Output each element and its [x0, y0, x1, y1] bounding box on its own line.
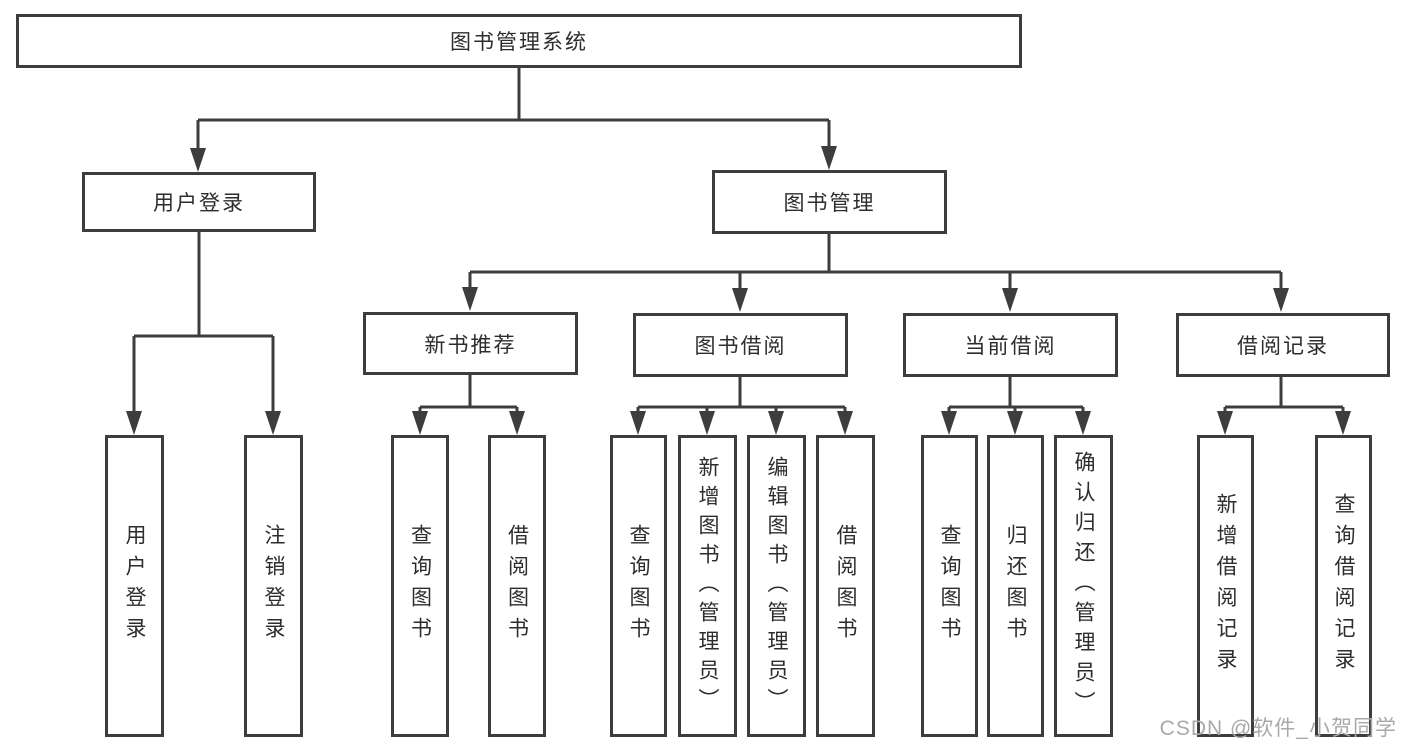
leaf-add-book-admin-label: 新增图书（管理员）	[696, 455, 719, 717]
node-current-borrow: 当前借阅	[903, 313, 1118, 377]
node-root-label: 图书管理系统	[450, 31, 588, 54]
leaf-logout: 注销登录	[244, 435, 303, 737]
node-book-borrow: 图书借阅	[633, 313, 848, 377]
arrowheads	[126, 146, 1351, 435]
leaf-query-borrow-record-label: 查询借阅记录	[1332, 493, 1355, 679]
leaf-borrow-book-2: 借阅图书	[816, 435, 875, 737]
leaf-query-book-2: 查询图书	[610, 435, 667, 737]
leaf-query-book-3-label: 查询图书	[938, 524, 961, 648]
node-book-borrow-label: 图书借阅	[694, 335, 787, 358]
node-new-book-recommend: 新书推荐	[363, 312, 578, 375]
leaf-add-book-admin: 新增图书（管理员）	[678, 435, 737, 737]
leaf-edit-book-admin-label: 编辑图书（管理员）	[765, 455, 788, 717]
leaf-user-login-label: 用户登录	[123, 524, 146, 648]
node-book-management: 图书管理	[712, 170, 947, 234]
node-user-login: 用户登录	[82, 172, 316, 232]
leaf-confirm-return-admin-label: 确认归还（管理员）	[1072, 451, 1095, 721]
node-user-login-label: 用户登录	[153, 192, 245, 215]
leaf-return-book-label: 归还图书	[1004, 524, 1027, 648]
leaf-query-book-1-label: 查询图书	[408, 524, 432, 648]
leaf-logout-label: 注销登录	[262, 524, 285, 648]
leaf-confirm-return-admin: 确认归还（管理员）	[1054, 435, 1113, 737]
leaf-user-login: 用户登录	[105, 435, 164, 737]
csdn-watermark: CSDN @软件_小贺同学	[1159, 717, 1397, 740]
node-book-management-label: 图书管理	[783, 192, 876, 215]
leaf-borrow-book-2-label: 借阅图书	[834, 524, 857, 648]
leaf-query-book-3: 查询图书	[921, 435, 978, 737]
leaf-query-book-2-label: 查询图书	[627, 524, 650, 648]
leaf-borrow-book-1: 借阅图书	[488, 435, 546, 737]
leaf-query-borrow-record: 查询借阅记录	[1315, 435, 1372, 737]
leaf-return-book: 归还图书	[987, 435, 1044, 737]
leaf-query-book-1: 查询图书	[391, 435, 449, 737]
node-root: 图书管理系统	[16, 14, 1022, 68]
leaf-borrow-book-1-label: 借阅图书	[505, 524, 529, 648]
node-borrow-record: 借阅记录	[1176, 313, 1390, 377]
node-current-borrow-label: 当前借阅	[964, 335, 1057, 358]
leaf-add-borrow-record-label: 新增借阅记录	[1214, 493, 1237, 679]
node-borrow-record-label: 借阅记录	[1237, 335, 1329, 358]
leaf-edit-book-admin: 编辑图书（管理员）	[747, 435, 806, 737]
leaf-add-borrow-record: 新增借阅记录	[1197, 435, 1254, 737]
node-new-book-recommend-label: 新书推荐	[424, 333, 517, 357]
